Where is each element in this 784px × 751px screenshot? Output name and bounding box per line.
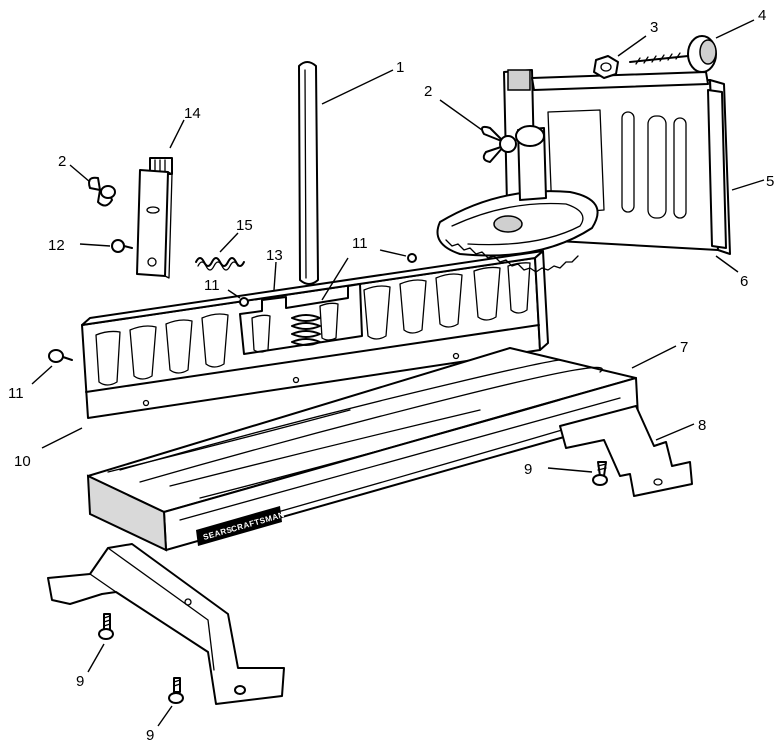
part-blade-carriage xyxy=(436,69,765,273)
part-screw-12 xyxy=(79,239,133,253)
callout-9-right: 9 xyxy=(524,461,532,478)
callout-7: 7 xyxy=(680,339,688,356)
callout-3: 3 xyxy=(650,19,658,36)
part-wing-nut-left xyxy=(69,164,116,207)
part-spring xyxy=(195,232,245,271)
callout-6: 6 xyxy=(740,273,748,290)
part-fence xyxy=(41,250,549,449)
callout-11-right: 11 xyxy=(352,235,368,252)
part-screw-11 xyxy=(31,249,417,385)
part-board: SEARS CRAFTSMAN xyxy=(86,345,677,552)
callout-11-left: 11 xyxy=(8,385,24,402)
callout-9-left: 9 xyxy=(76,673,84,690)
callout-15: 15 xyxy=(236,217,253,234)
callout-2-right: 2 xyxy=(424,83,432,100)
callout-11-middle: 11 xyxy=(204,277,220,294)
callout-10: 10 xyxy=(14,453,31,470)
callout-2-left: 2 xyxy=(58,153,66,170)
part-wing-nut-right xyxy=(439,99,517,163)
part-leg-right xyxy=(559,405,695,497)
part-knob xyxy=(629,19,755,73)
part-leg-left xyxy=(47,543,285,705)
part-bracket xyxy=(136,119,185,279)
callout-12: 12 xyxy=(48,237,65,254)
callout-4: 4 xyxy=(758,7,766,24)
callout-13: 13 xyxy=(266,247,283,264)
callout-14: 14 xyxy=(184,105,201,122)
part-rod xyxy=(298,61,394,285)
callout-9-bottom: 9 xyxy=(146,727,154,744)
callout-8: 8 xyxy=(698,417,706,434)
part-screw-9 xyxy=(87,461,608,727)
part-nut xyxy=(593,35,647,79)
callout-5: 5 xyxy=(766,173,774,190)
callout-1: 1 xyxy=(396,59,404,76)
callout-labels: 1 2 2 3 4 5 6 7 8 9 9 9 10 11 11 11 12 1… xyxy=(8,7,774,744)
